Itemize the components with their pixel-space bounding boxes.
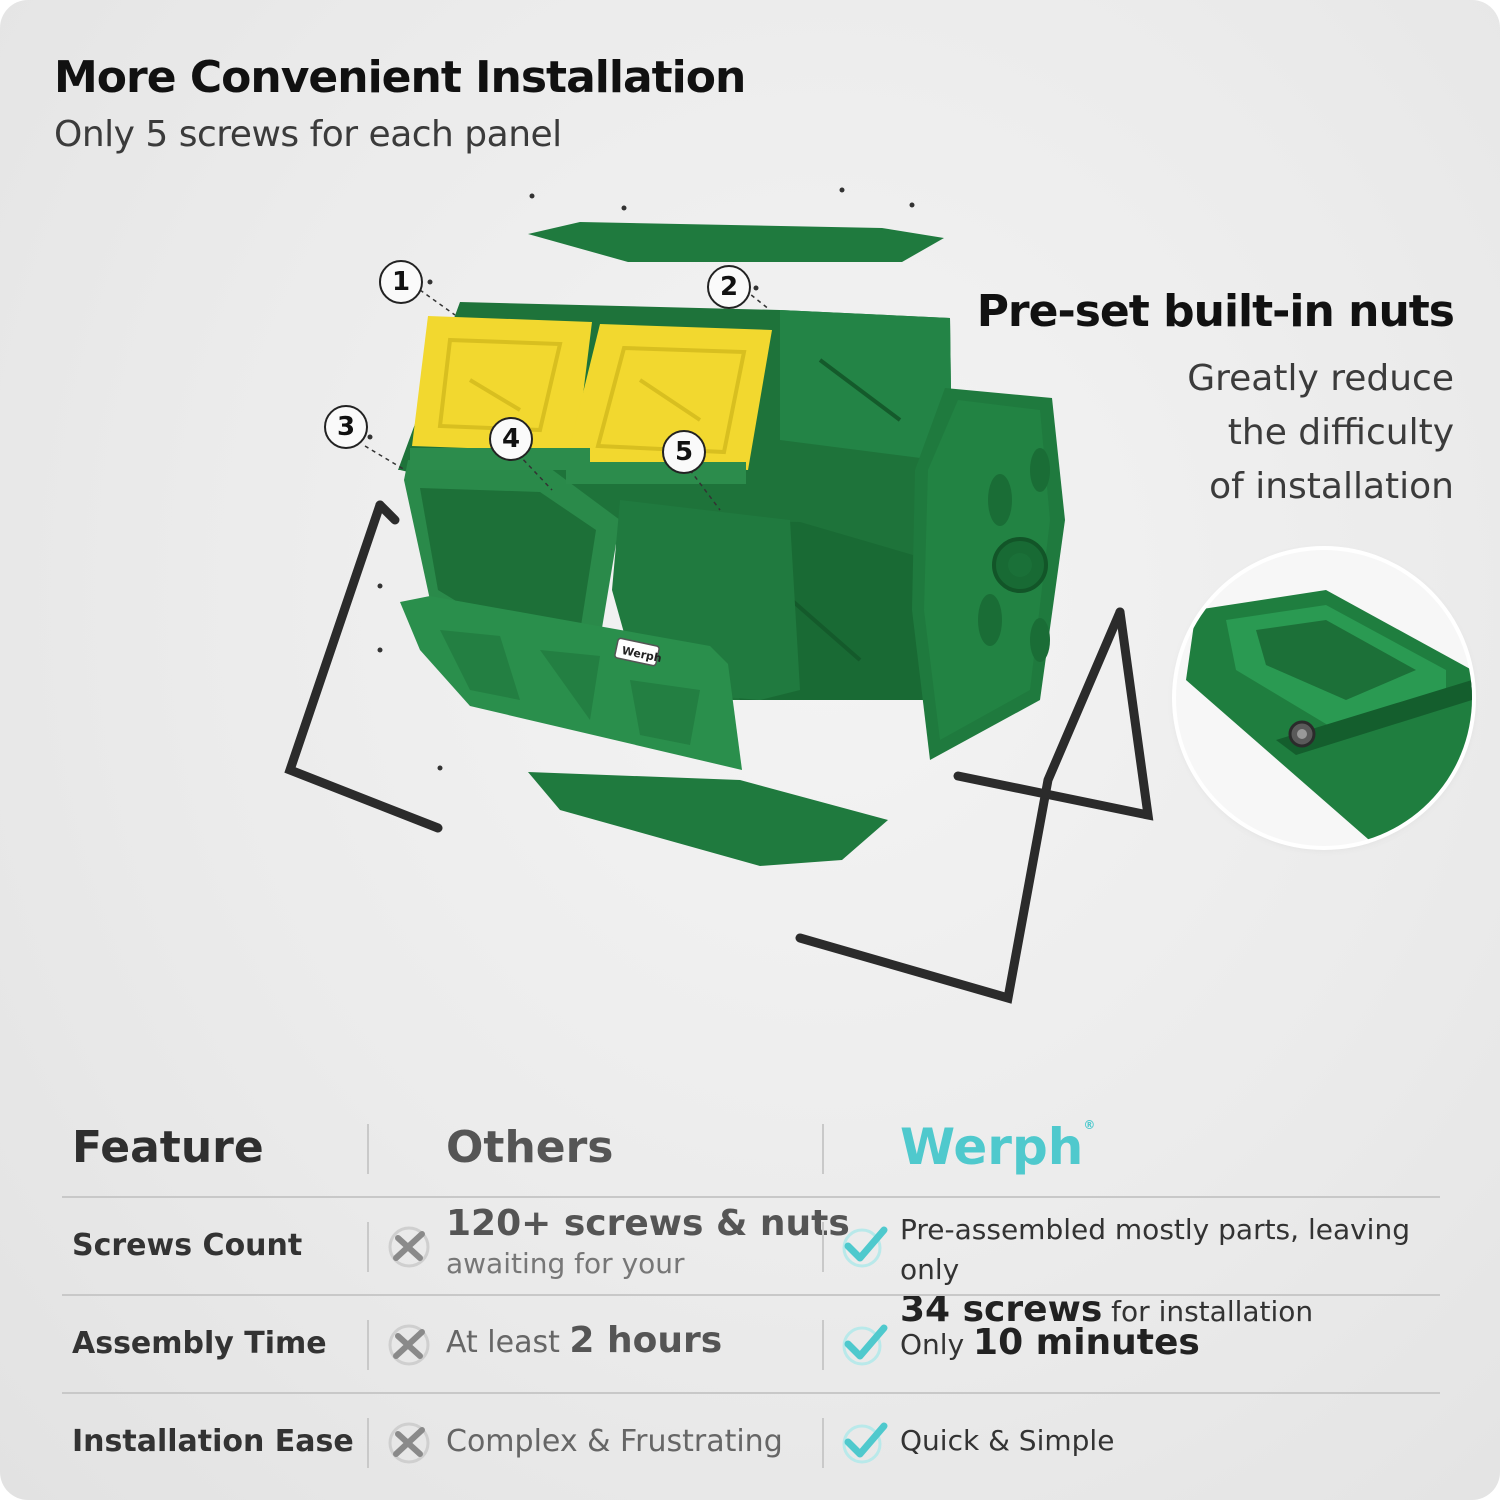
bottom-panel — [528, 772, 888, 866]
column-divider — [367, 1222, 369, 1272]
x-mark-icon — [388, 1422, 430, 1464]
comparison-table: Feature Others Werph® Screws Count 120+ … — [62, 1100, 1440, 1490]
feature-note-title: Pre-set built-in nuts — [976, 286, 1455, 337]
callout-1: 1 — [379, 260, 423, 304]
others-value: 120+ screws & nuts awaiting for your — [446, 1204, 850, 1284]
column-divider — [822, 1222, 824, 1272]
page-subtitle: Only 5 screws for each panel — [54, 114, 562, 155]
others-highlight: 2 hours — [569, 1320, 723, 1361]
stand-frame — [284, 500, 1154, 1004]
others-highlight: 120+ screws & nuts — [446, 1203, 850, 1244]
table-header-row: Feature Others Werph® — [62, 1100, 1440, 1196]
built-in-nut-closeup — [1176, 550, 1472, 846]
feature-label: Assembly Time — [72, 1326, 327, 1361]
compost-tumbler-illustration: Werph — [284, 187, 1154, 1004]
brand-value: Pre-assembled mostly parts, leaving only… — [900, 1210, 1440, 1332]
others-value: Complex & Frustrating — [446, 1424, 783, 1459]
others-note: awaiting for your — [446, 1247, 685, 1280]
page-title: More Convenient Installation — [54, 52, 746, 103]
callout-4: 4 — [489, 417, 533, 461]
feature-note-line: of installation — [1209, 466, 1454, 507]
brand-line-end: for installation — [1111, 1295, 1314, 1328]
yellow-panel-left — [412, 316, 592, 452]
column-divider — [367, 1418, 369, 1468]
header-brand-logo: Werph® — [900, 1118, 1095, 1176]
column-divider — [367, 1124, 369, 1174]
callout-3: 3 — [324, 405, 368, 449]
brand-value: Quick & Simple — [900, 1424, 1115, 1457]
check-mark-icon — [842, 1324, 888, 1366]
check-mark-icon — [842, 1226, 888, 1268]
top-panel — [528, 222, 944, 262]
callout-2: 2 — [707, 265, 751, 309]
table-row: Screws Count 120+ screws & nuts awaiting… — [62, 1196, 1440, 1330]
feature-note-line: Greatly reduce — [1187, 358, 1454, 399]
feature-label: Installation Ease — [72, 1424, 354, 1459]
registered-mark: ® — [1083, 1118, 1096, 1132]
header-feature: Feature — [72, 1122, 264, 1173]
x-mark-icon — [388, 1226, 430, 1268]
feature-note-line: the difficulty — [1227, 412, 1454, 453]
feature-label: Screws Count — [72, 1228, 303, 1263]
brand-value: Only 10 minutes — [900, 1322, 1200, 1363]
feature-note-description: Greatly reduce the difficulty of install… — [1134, 352, 1454, 514]
column-divider — [822, 1124, 824, 1174]
others-value: At least 2 hours — [446, 1320, 722, 1361]
brand-highlight: 10 minutes — [973, 1322, 1200, 1363]
column-divider — [822, 1418, 824, 1468]
brand-line: Pre-assembled mostly parts, leaving only — [900, 1213, 1410, 1286]
others-prefix: At least — [446, 1325, 560, 1360]
table-row: Assembly Time At least 2 hours Only 10 m… — [62, 1294, 1440, 1392]
x-mark-icon — [388, 1324, 430, 1366]
callout-5: 5 — [662, 430, 706, 474]
check-mark-icon — [842, 1422, 888, 1464]
screw-markers — [367, 187, 915, 771]
column-divider — [367, 1320, 369, 1370]
header-others: Others — [446, 1122, 614, 1173]
column-divider — [822, 1320, 824, 1370]
brand-prefix: Only — [900, 1328, 965, 1361]
brand-highlight: 34 screws — [900, 1289, 1103, 1330]
table-row: Installation Ease Complex & Frustrating … — [62, 1392, 1440, 1490]
brand-name: Werph — [900, 1118, 1084, 1176]
